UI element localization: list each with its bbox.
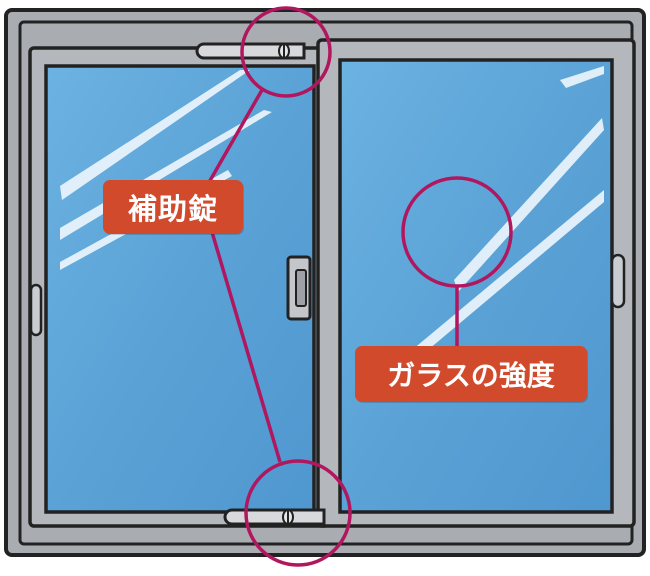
- glass-strength-label: ガラスの強度: [355, 346, 587, 402]
- right-glass-reflection: [412, 66, 604, 360]
- left-side-grip: [29, 283, 43, 337]
- auxiliary-lock-label: 補助錠: [103, 180, 243, 234]
- left-sash: [28, 46, 330, 528]
- right-side-grip: [610, 253, 626, 309]
- top-auxiliary-lock: [195, 42, 306, 60]
- bottom-lock-callout-circle: [244, 459, 352, 567]
- crescent-latch: [286, 255, 312, 321]
- right-sash: [316, 38, 636, 528]
- left-glass-pane: [44, 64, 316, 514]
- bottom-lock-leader-line: [210, 231, 282, 463]
- bottom-auxiliary-lock: [223, 508, 326, 526]
- callout-lines: [194, 6, 513, 567]
- top-lock-callout-circle: [240, 6, 332, 98]
- right-glass-pane: [338, 58, 614, 514]
